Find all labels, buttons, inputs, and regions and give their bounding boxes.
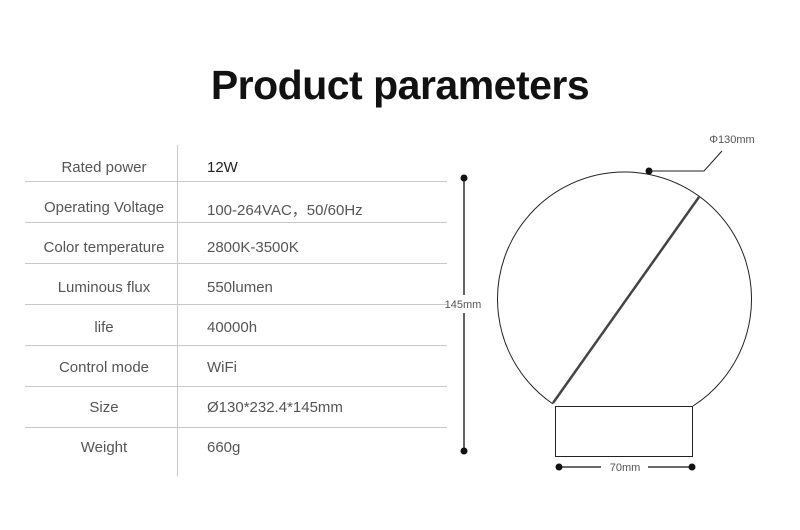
- row-divider: [25, 304, 447, 305]
- table-row: Size Ø130*232.4*145mm: [25, 388, 447, 428]
- row-divider: [25, 386, 447, 387]
- row-divider: [25, 427, 447, 428]
- height-dimension: 145mm: [445, 174, 482, 455]
- spec-label: Operating Voltage: [43, 199, 165, 216]
- spec-label: Luminous flux: [57, 279, 151, 296]
- row-divider: [25, 263, 447, 264]
- table-row: Luminous flux 550lumen: [25, 268, 447, 308]
- row-divider: [25, 222, 447, 223]
- spec-value: 550lumen: [207, 279, 273, 296]
- base-width-dimension: 70mm: [555, 462, 696, 474]
- height-label: 145mm: [445, 299, 482, 311]
- row-divider: [25, 345, 447, 346]
- spec-value: 40000h: [207, 319, 258, 336]
- spec-label: Control mode: [58, 359, 150, 376]
- table-row: life 40000h: [25, 308, 447, 348]
- spec-value: Ø130*232.4*145mm: [207, 399, 343, 416]
- table-row: Control mode WiFi: [25, 348, 447, 388]
- spec-value: 2800K-3500K: [207, 239, 299, 256]
- spec-value: 100-264VAC，50/60Hz: [207, 202, 363, 219]
- diameter-label: Φ130mm: [709, 134, 754, 146]
- base-width-label: 70mm: [610, 462, 641, 474]
- diameter-dimension: Φ130mm: [645, 134, 755, 175]
- spec-value: 660g: [207, 439, 241, 456]
- table-row: Weight 660g: [25, 428, 447, 468]
- page-title: Product parameters: [210, 62, 590, 108]
- spec-label: Rated power: [61, 159, 147, 176]
- spec-label: life: [94, 319, 114, 336]
- spec-value: 12W: [207, 159, 238, 176]
- row-divider: [25, 181, 447, 182]
- lamp-outline: [497, 171, 752, 457]
- spec-label: Size: [89, 399, 119, 416]
- table-row: Color temperature 2800K-3500K: [25, 228, 447, 268]
- spec-value: WiFi: [207, 359, 237, 376]
- table-row: Operating Voltage 100-264VAC，50/60Hz: [25, 188, 447, 228]
- spec-label: Weight: [80, 439, 128, 456]
- spec-label: Color temperature: [43, 239, 165, 256]
- column-divider: [177, 145, 178, 476]
- table-row: Rated power 12W: [25, 148, 447, 188]
